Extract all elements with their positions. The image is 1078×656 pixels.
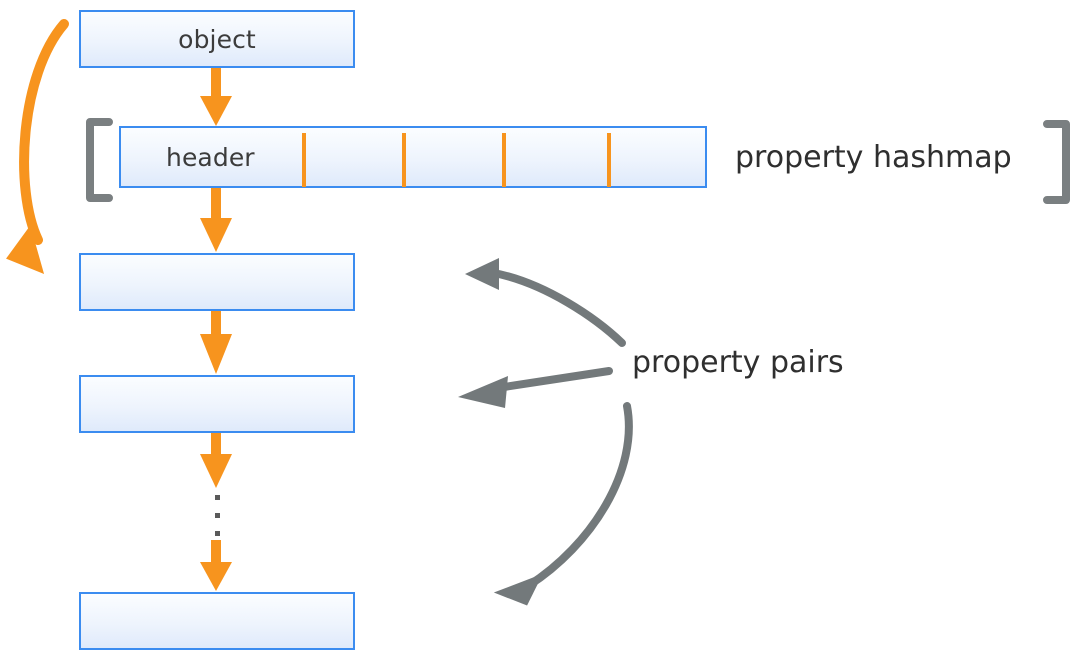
property-hashmap-label: property hashmap — [735, 140, 1012, 175]
property-pair-box-last[interactable] — [79, 592, 355, 650]
property-hashmap-box[interactable]: header — [119, 126, 707, 188]
hashmap-tick-4 — [607, 133, 611, 187]
ellipsis-dot-2 — [215, 513, 220, 518]
hashmap-tick-2 — [402, 133, 406, 187]
orange-arrow-object-to-hashmap — [200, 68, 232, 126]
left-bracket — [86, 118, 113, 202]
orange-arrow-pair-1-to-pair-2 — [200, 311, 232, 374]
property-pairs-label: property pairs — [632, 345, 844, 380]
object-box-label: object — [178, 24, 256, 54]
header-label: header — [166, 142, 255, 172]
gray-arrow-to-pair-1 — [465, 258, 626, 347]
orange-arrow-pair-2-to-ellipsis — [200, 433, 232, 488]
right-bracket — [1043, 120, 1070, 204]
property-pair-box-1[interactable] — [79, 253, 355, 311]
orange-curved-arrow-object-to-pair — [6, 19, 69, 275]
ellipsis-dot-1 — [215, 495, 220, 500]
object-box[interactable]: object — [79, 10, 355, 68]
hashmap-tick-3 — [502, 133, 506, 187]
gray-arrow-to-pair-2 — [458, 367, 613, 408]
ellipsis-dot-3 — [215, 531, 220, 536]
property-pair-box-2[interactable] — [79, 375, 355, 433]
gray-arrow-to-pair-n — [493, 402, 633, 606]
orange-arrow-ellipsis-to-pair-n — [200, 540, 232, 591]
hashmap-tick-1 — [302, 133, 306, 187]
orange-arrow-hashmap-to-pair-1 — [200, 188, 232, 252]
